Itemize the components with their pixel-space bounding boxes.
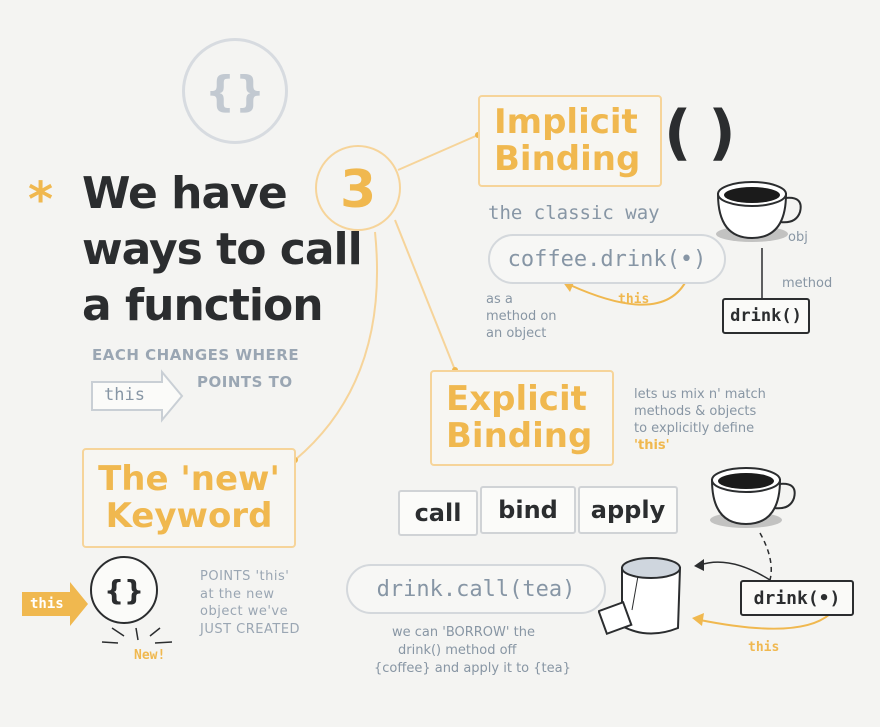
asterisk: * (28, 172, 54, 228)
explicit-note-line4: 'this' (634, 438, 670, 454)
explicit-this-label: this (748, 640, 780, 655)
tea-mug-icon (598, 557, 682, 636)
new-this-arrow-shape (22, 582, 88, 626)
implicit-code-pill: coffee.drink(•) (488, 234, 726, 284)
connector-explicit (394, 219, 456, 371)
implicit-code: coffee.drink(•) (507, 246, 707, 272)
new-heading-line2: Keyword (105, 496, 273, 536)
title-line2: ways to call (82, 224, 363, 275)
explicit-heading-box: Explicit Binding (430, 370, 614, 466)
implicit-heading-line1: Implicit (494, 102, 638, 143)
number-circle (315, 145, 401, 231)
title-line3: a function (82, 280, 324, 331)
implicit-this-label: this (618, 292, 650, 307)
braces-icon: {} (205, 66, 265, 116)
borrow-note-line2: drink() method off (398, 643, 517, 659)
implicit-method-box: drink() (722, 298, 810, 334)
explicit-note-line1: lets us mix n' match (634, 387, 766, 402)
call-button[interactable]: call (398, 490, 478, 536)
borrow-note-line1: we can 'BORROW' the (392, 625, 535, 640)
connector-implicit (397, 134, 479, 171)
coffee-cup-icon-explicit (710, 467, 796, 528)
borrow-note-line3: {coffee} and apply it to {tea} (374, 661, 571, 677)
new-object-braces-icon: {} (104, 573, 144, 607)
explicit-heading-line1: Explicit (446, 379, 587, 420)
title-number: 3 (340, 160, 377, 220)
subtitle-line2: POINTS TO (197, 373, 293, 391)
explicit-note-line3: to explicitly define (634, 421, 755, 437)
new-note-line4: JUST CREATED (200, 621, 301, 637)
new-label: New! (134, 648, 166, 663)
new-note-line1: POINTS 'this' (200, 568, 300, 586)
connector-new (294, 231, 379, 461)
parens-icon: ( ) (664, 98, 736, 168)
implicit-note: as a method on an object (486, 292, 557, 341)
bind-button[interactable]: bind (480, 486, 576, 534)
new-this-label: this (30, 596, 64, 612)
braces-icon-circle: {} (182, 38, 288, 144)
title-line1: We have (82, 172, 288, 216)
new-note-line2: at the new (200, 586, 275, 602)
new-heading-box: The 'new' Keyword (82, 448, 296, 548)
new-heading-line1: The 'new' (98, 459, 280, 500)
implicit-heading-line2: Binding (494, 139, 641, 179)
new-burst (101, 627, 173, 644)
explicit-code: drink.call(tea) (376, 576, 576, 602)
implicit-heading-box: Implicit Binding (478, 95, 662, 187)
new-note-line1-text: POINTS 'this' (200, 569, 290, 584)
explicit-code-pill: drink.call(tea) (346, 564, 606, 614)
apply-button[interactable]: apply (578, 486, 678, 534)
coffee-cup-icon (716, 181, 802, 242)
explicit-heading-line2: Binding (446, 416, 593, 456)
method-label: method (782, 276, 833, 291)
borrow-note: we can 'BORROW' the drink() method off {… (374, 624, 571, 679)
subtitle-this-label: this (104, 385, 145, 405)
title-prefix: We have (82, 168, 288, 219)
subtitle-line1: EACH CHANGES WHERE (92, 346, 300, 364)
new-note: POINTS 'this' at the new object we've JU… (200, 568, 300, 638)
this-arrow-shape (91, 369, 184, 423)
implicit-tagline: the classic way (488, 202, 660, 224)
new-object-icon-circle: {} (90, 556, 158, 624)
obj-label: obj (788, 230, 808, 245)
explicit-note: lets us mix n' match methods & objects t… (634, 386, 766, 455)
dashed-cup-link (759, 532, 772, 581)
explicit-method-box: drink(•) (740, 580, 854, 616)
explicit-this-arc (699, 613, 831, 630)
explicit-note-line2: methods & objects (634, 404, 757, 420)
new-note-line3: object we've (200, 604, 289, 620)
drink-to-mug-arrow (699, 561, 771, 581)
